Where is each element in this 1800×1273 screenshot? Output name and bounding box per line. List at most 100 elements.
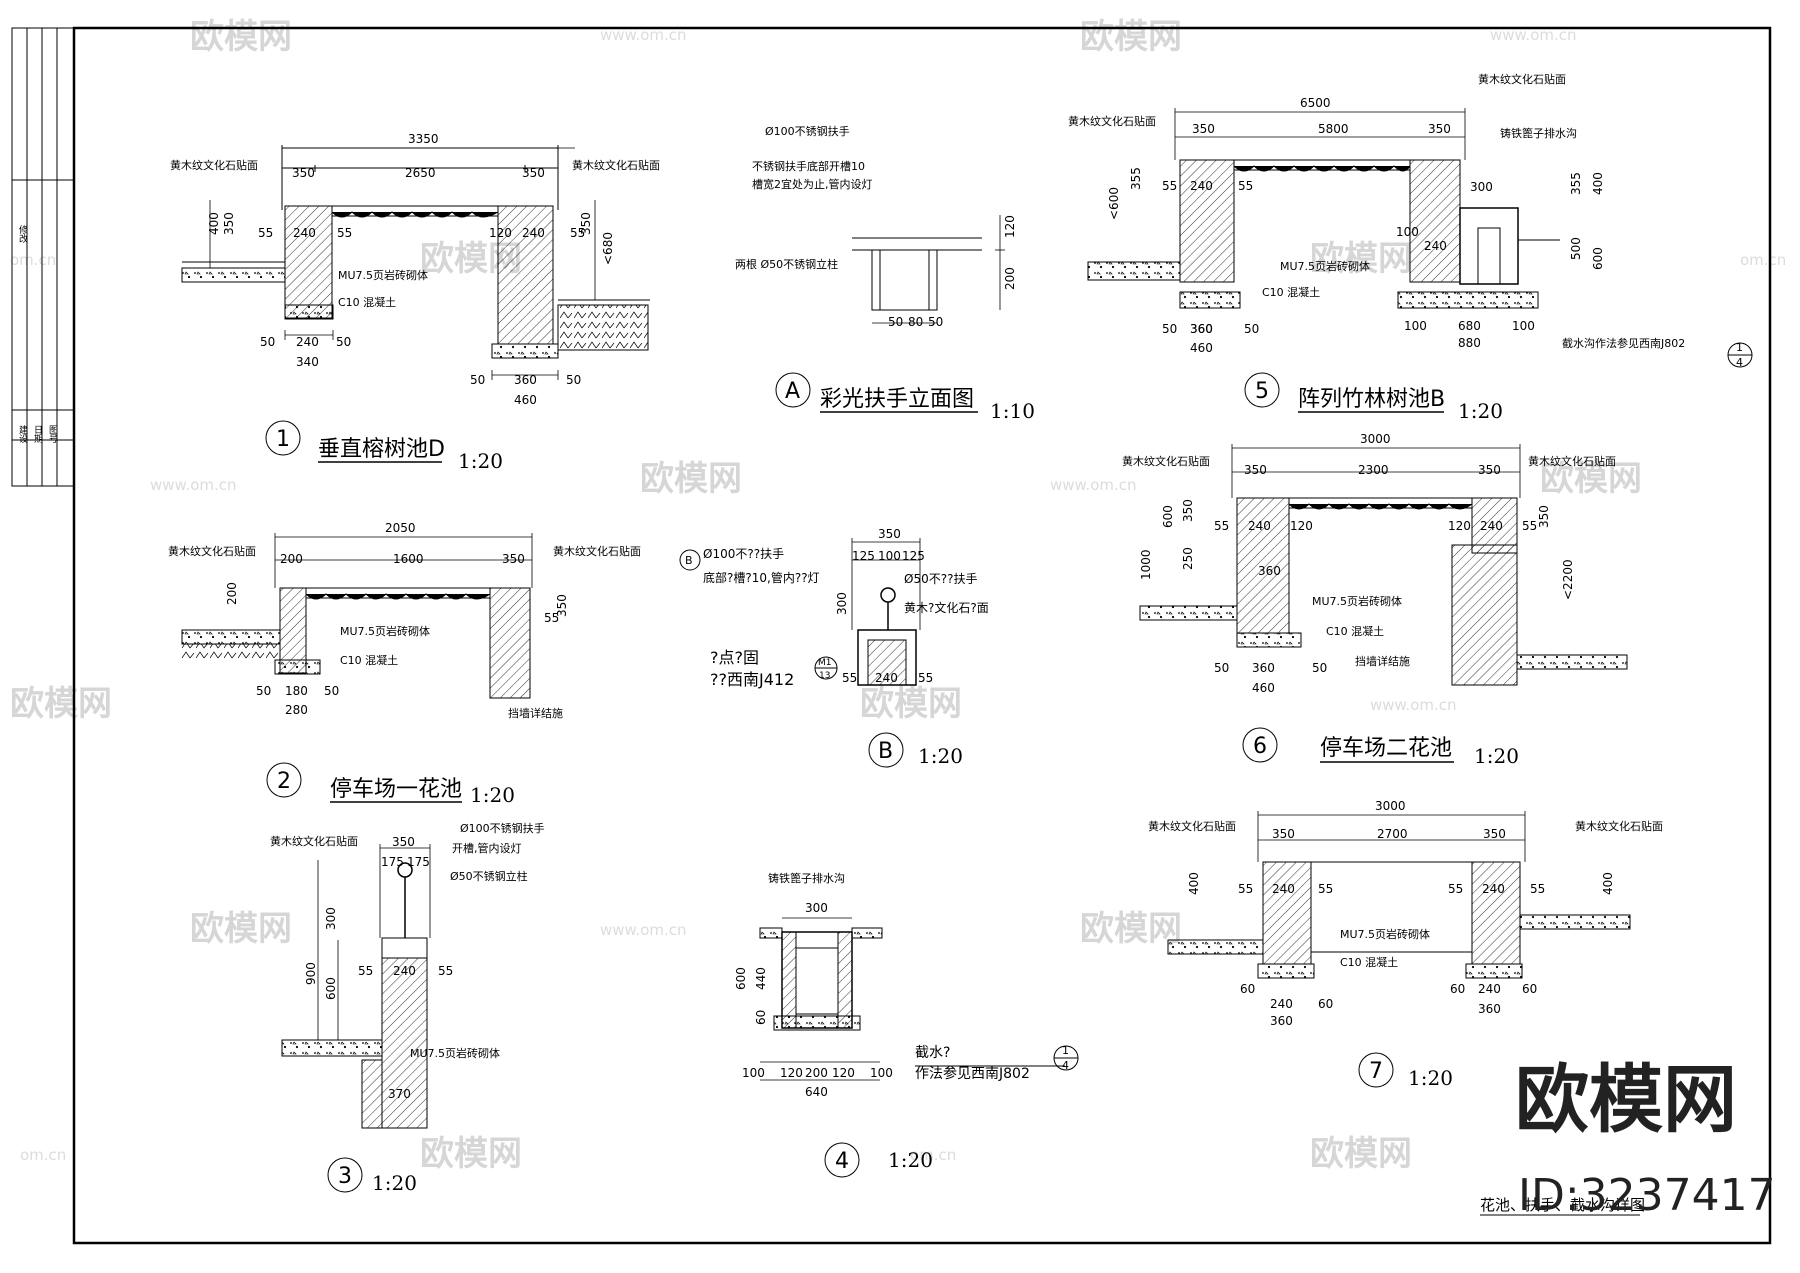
dimension-label: 2050 [385, 521, 416, 535]
dimension-label: 50 [324, 684, 339, 698]
dimension-label: 55 [258, 226, 273, 240]
dimension-label: 350 [878, 527, 901, 541]
dimension-label: <2200 [1561, 559, 1575, 600]
dimension-label: 240 [875, 671, 898, 685]
dimension-label: 3000 [1360, 432, 1391, 446]
dimension-label: 350 [1478, 463, 1501, 477]
annotation-label: 截水沟作法参见西南J802 [1562, 336, 1685, 350]
dimension-label: 1600 [393, 552, 424, 566]
watermark: 欧模网 [10, 684, 112, 724]
dimension-label: 300 [324, 907, 338, 930]
detail-number: 2 [277, 769, 291, 794]
dimension-label: 55 [1214, 519, 1229, 533]
annotation-label: 1 [1062, 1044, 1069, 1057]
dimension-label: 240 [1190, 179, 1213, 193]
dimension-label: 55 [1318, 882, 1333, 896]
annotation-label: Ø100不锈钢扶手 [765, 124, 850, 138]
dimension-label: 460 [514, 393, 537, 407]
dimension-label: 400 [1187, 872, 1201, 895]
dimension-label: <680 [601, 232, 615, 265]
annotation-label: 4 [1736, 356, 1743, 369]
watermark: 欧模网 [1080, 909, 1182, 949]
annotation-label: C10 混凝土 [1340, 955, 1398, 969]
detail-number: 7 [1369, 1059, 1383, 1084]
annotation-label: Ø100不锈钢扶手 [460, 821, 545, 835]
watermark: 欧模网 [190, 17, 292, 57]
dimension-label: 1000 [1139, 549, 1153, 580]
watermark-url: om.cn [20, 1146, 66, 1164]
side-label: 建设 [17, 424, 28, 444]
dimension-label: 360 [514, 373, 537, 387]
annotation-label: 铸铁篦子排水沟 [768, 871, 845, 885]
detail-number: A [785, 379, 800, 404]
dimension-label: 240 [1424, 239, 1447, 253]
dimension-label: 55 [544, 611, 559, 625]
site-logo: 欧模网 [1515, 1057, 1737, 1143]
annotation-label: 铸铁篦子排水沟 [1500, 126, 1577, 140]
detail-scale: 1:20 [458, 449, 503, 473]
dimension-label: 240 [1480, 519, 1503, 533]
dimension-label: 60 [1240, 982, 1255, 996]
detail-2: 2050 200 1600 350 200 55 350 50 180 50 2… [168, 521, 641, 807]
detail-scale: 1:20 [1474, 744, 1519, 768]
annotation-label: 截水? [915, 1045, 950, 1061]
dimension-label: 120 [780, 1066, 803, 1080]
dimension-label: 底部?槽?10,管内??灯 [703, 570, 820, 585]
dimension-label: 100 [878, 549, 901, 563]
dimension-label: 3000 [1375, 799, 1406, 813]
watermark-url: www.om.cn [600, 26, 687, 44]
dimension-label: 460 [1252, 681, 1275, 695]
dimension-label: 360 [1190, 322, 1213, 336]
detail-title: 阵列竹林树池B [1298, 387, 1445, 412]
dimension-label: 240 [296, 335, 319, 349]
dimension-label: 900 [304, 962, 318, 985]
side-label: 图号 [47, 425, 58, 444]
dimension-label: 55 [1448, 882, 1463, 896]
detail-scale: 1:20 [888, 1148, 933, 1172]
dimension-label: 55 [842, 671, 857, 685]
annotation-label: ?点?固 [710, 648, 759, 667]
dimension-label: 350 [502, 552, 525, 566]
detail-number: 4 [835, 1149, 849, 1174]
annotation-label: C10 混凝土 [338, 295, 396, 309]
detail-3: 350 175 175 300 900 600 55 240 55 370 黄木… [270, 821, 545, 1195]
sheet-border [72, 26, 1772, 1245]
annotation-label: MU7.5页岩砖砌体 [1280, 259, 1370, 273]
dimension-label: 240 [1478, 982, 1501, 996]
dimension-label: 350 [1483, 827, 1506, 841]
dimension-label: 6500 [1300, 96, 1331, 110]
detail-scale: 1:20 [1458, 399, 1503, 423]
dimension-label: 355 [1129, 167, 1143, 190]
dimension-label: 175 [407, 855, 430, 869]
detail-B: 350 125 100 125 300 55 240 55 B Ø100不??扶… [679, 527, 989, 768]
dimension-label: 400 [1601, 872, 1615, 895]
dimension-label: 120 [489, 226, 512, 240]
dimension-label: 100 [742, 1066, 765, 1080]
logo-id: ID:3237417 [1518, 1170, 1776, 1221]
dimension-label: 350 [1272, 827, 1295, 841]
annotation-label: 开槽,管内设灯 [452, 841, 522, 855]
watermark: 欧模网 [860, 684, 962, 724]
annotation-label: 挡墙详结施 [508, 706, 563, 720]
dimension-label: 200 [225, 582, 239, 605]
dimension-label: 240 [1270, 997, 1293, 1011]
dimension-label: 350 [1428, 122, 1451, 136]
annotation-label: 1 [1736, 341, 1743, 354]
dimension-label: 50 [1312, 661, 1327, 675]
dimension-label: 100 [1396, 225, 1419, 239]
dimension-label: 460 [1190, 341, 1213, 355]
annotation-label: 黄木纹文化石贴面 [572, 158, 660, 172]
dimension-label: 200 [280, 552, 303, 566]
annotation-label: 黄木纹文化石贴面 [1575, 819, 1663, 833]
dimension-label: 600 [734, 967, 748, 990]
dimension-label: 355 [1569, 172, 1583, 195]
annotation-label: MU7.5页岩砖砌体 [410, 1046, 500, 1060]
dimension-label: 350 [579, 212, 593, 235]
annotation-label: 4 [1062, 1059, 1069, 1072]
annotation-label: 黄木纹文化石贴面 [170, 158, 258, 172]
dimension-label: 300 [835, 592, 849, 615]
dimension-label: 80 [908, 315, 923, 329]
dimension-label: 55 [1162, 179, 1177, 193]
annotation-label: MU7.5页岩砖砌体 [1312, 594, 1402, 608]
